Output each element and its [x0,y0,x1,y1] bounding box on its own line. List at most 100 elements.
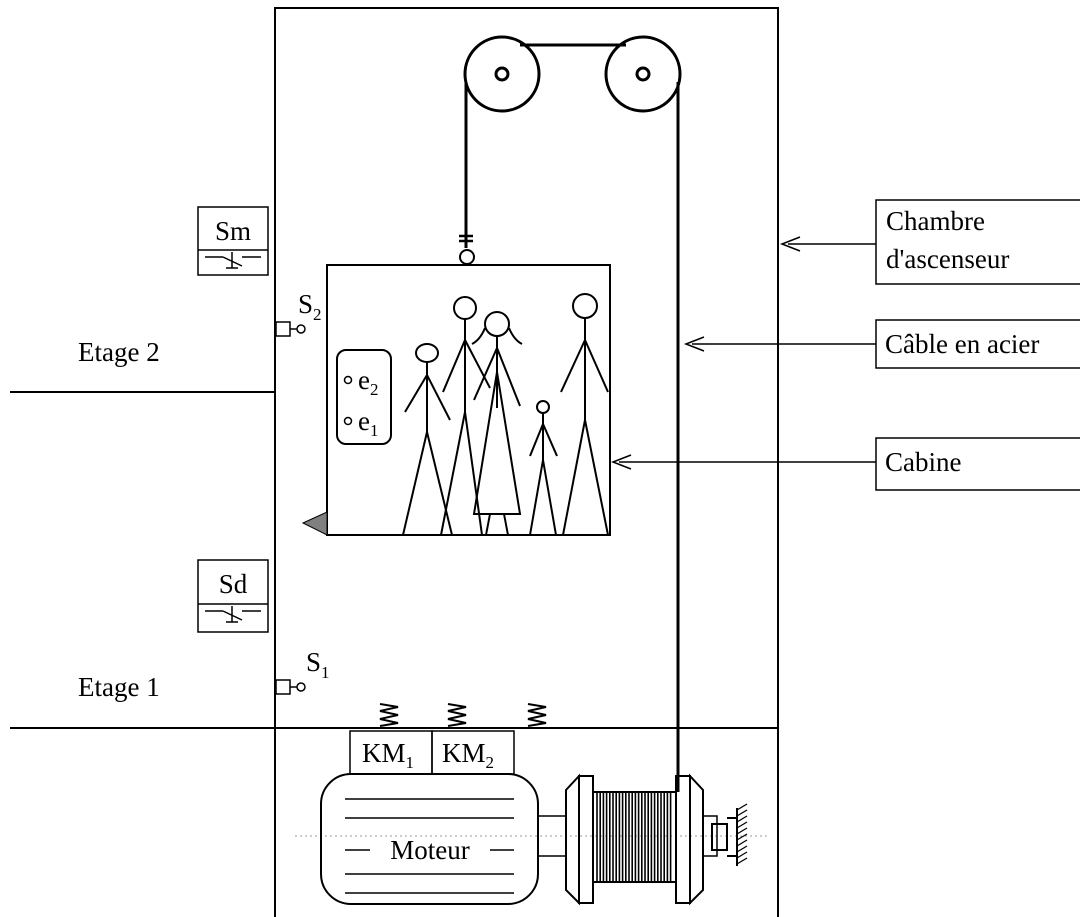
cabin-floor-marker [301,511,328,536]
limit-switch-s2: S2 [275,289,322,337]
contactor-km2-label: KM2 [442,738,494,772]
callout-cabin-label: Cabine [885,447,961,477]
person-4-arm-r [542,423,558,457]
winch-drum [565,773,748,906]
bearing-hatch-line [736,851,748,859]
person-3-leg-r [503,513,509,536]
cabin-box [326,264,611,536]
person-3-dress [472,371,522,515]
person-3-leg-l [485,513,491,536]
callout-cabin-box [875,437,1080,491]
cabin: e2 e1 [301,264,611,536]
switch-sd: Sd [197,559,269,633]
callout-cabin-arrowhead [610,454,632,470]
drum-flange-right-face [675,775,691,904]
person-4-leg-l [529,459,544,536]
drum-winding [596,793,672,881]
person-5-leg-l [562,419,586,536]
person-2-arm-r [464,339,491,389]
person-1-arm-l [404,374,428,413]
pulley-right [604,35,682,113]
person-1-leg-r [426,431,453,536]
switch-sm-symbol [205,252,261,269]
buffer-springs [379,703,547,727]
switch-sm-box [197,206,269,276]
person-4-arm-l [529,423,544,457]
person-3-arm-r [496,347,521,407]
motor-label: Moteur [390,835,469,865]
person-2-head [453,296,477,320]
bearing-hatch-line [736,803,748,811]
callout-chamber-arrowhead [779,236,801,252]
callout-chamber-line1: Chambre [886,206,985,236]
bearing-hatch-line [736,857,748,865]
switch-sm-label: Sm [215,216,251,246]
bearing-block [711,823,728,851]
person-1-leg-l [402,431,428,536]
drum-flange-left-face [578,775,594,904]
person-figure-1 [402,343,453,536]
person-4-head [536,400,550,414]
elevator-shaft [274,7,779,917]
pulley-system [459,35,682,792]
drum-flange-left [565,773,580,906]
limit-switch-s2-label: S2 [298,289,322,324]
button-e1-icon [343,416,353,426]
person-2-leg-l [440,411,466,536]
bearing-hatch-line [736,821,748,829]
person-4-leg-r [542,459,557,536]
switch-sd-box [197,559,269,633]
bearing-hatch-line [736,809,748,817]
contactor-km1-label: KM1 [362,738,414,772]
person-5-head [572,293,598,319]
pulley-left-hub [494,66,510,82]
shaft-outline [274,7,779,917]
motor: Moteur [295,773,770,905]
limit-switch-s2-roller [296,324,306,334]
drum-flange-right [689,773,704,906]
person-figure-2 [440,296,491,536]
limit-switch-s1: S1 [275,647,330,695]
person-3-head [484,311,510,337]
switch-sd-symbol [205,606,261,623]
callout-cable-arrowhead [683,336,705,352]
bearing-hatching [736,803,748,865]
person-3-arm-l [473,347,498,401]
button-panel [336,349,392,445]
limit-switch-s1-roller [296,682,306,692]
person-1-arm-r [426,374,451,421]
person-3-hair [471,327,523,345]
contactors: KM1 KM2 [349,730,515,775]
bearing-hatch-line [736,845,748,853]
person-2-arm-l [442,339,466,393]
limit-switch-s1-label: S1 [306,647,330,682]
bearing-hatch-line [736,815,748,823]
button-e2-label: e2 [358,365,378,399]
person-figure-3 [471,311,523,536]
bearing-hatch-line [736,839,748,847]
spring-3 [527,703,547,727]
person-5-arm-l [560,339,586,393]
callout-cable-label: Câble en acier [885,329,1039,359]
floor-1-label: Etage 1 [78,672,160,702]
person-figure-4 [529,400,558,536]
callouts: Chambre d'ascenseur Câble en acier Cabin… [610,199,1080,491]
floor-2-label: Etage 2 [78,337,160,367]
person-figure-5 [560,293,609,536]
person-2-leg-r [464,411,483,536]
switch-sm: Sm [197,206,269,276]
person-1-head [415,343,439,363]
person-5-leg-r [584,419,609,536]
floor-lines: Etage 2 Etage 1 [10,337,275,729]
switch-sd-label: Sd [219,569,248,599]
cabin-hook [459,249,475,265]
button-e1-label: e1 [358,406,378,440]
pulley-left [463,35,541,113]
bearing-hatch-line [736,833,748,841]
spring-2 [447,703,467,727]
drum-axle [702,815,718,857]
limit-switch-s1-body [275,679,291,695]
bearing-hatch-line [736,827,748,835]
person-5-arm-r [584,339,609,393]
